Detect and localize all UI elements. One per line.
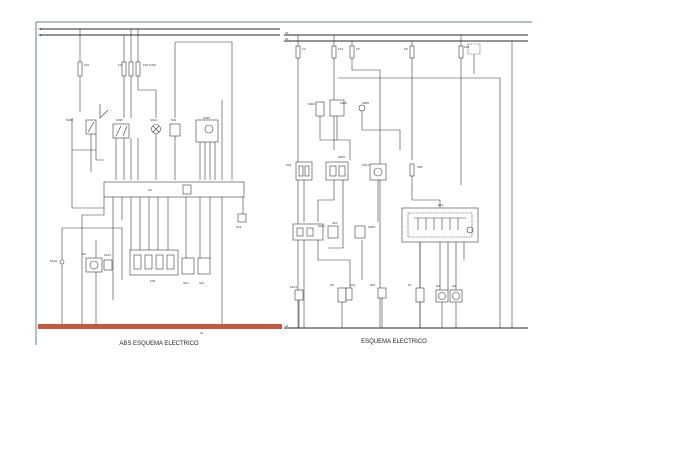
component-s12: S12: [236, 213, 247, 229]
fuse-right-f2: F2: [295, 35, 306, 59]
left-diagram: 15 30 31 F10 F2 F15 (F16): [38, 27, 282, 335]
component-s31: S31: [169, 118, 181, 137]
svg-text:F10: F10: [84, 63, 90, 67]
left-ground-bar: [38, 324, 282, 329]
component-e21-cluster: E21: [401, 203, 479, 243]
right-mid-wiring: [319, 111, 401, 160]
component-k8: K8: [330, 283, 347, 303]
left-rail-label-15: 15: [38, 27, 42, 31]
svg-text:S146: S146: [50, 259, 57, 263]
left-ground-label: 31: [200, 331, 204, 335]
svg-text:S141: S141: [104, 253, 111, 257]
svg-text:S306: S306: [362, 101, 369, 105]
component-s9: S9: [82, 252, 103, 273]
component-s15: S15: [370, 283, 387, 299]
left-top-loop: [174, 41, 233, 180]
component-s302: S302: [308, 101, 325, 117]
component-s231: S231: [292, 223, 325, 241]
bottom-ground-drops: [298, 298, 457, 328]
svg-text:S10: S10: [183, 281, 189, 285]
left-rail-label-30: 30: [38, 33, 42, 37]
left-lower-loop: [61, 227, 123, 324]
svg-text:F16: F16: [464, 45, 470, 49]
component-s250: S250: [354, 225, 375, 239]
svg-text:K1: K1: [408, 283, 412, 287]
right-rail-label-15: 15: [285, 31, 289, 35]
component-s10: S10: [181, 257, 195, 285]
caption-right: ESQUEMA ELECTRICO: [361, 339, 427, 345]
svg-text:F15 (F16): F15 (F16): [143, 63, 156, 67]
svg-text:F2: F2: [302, 47, 306, 51]
svg-text:S225: S225: [338, 155, 345, 159]
component-s330: S330: [112, 118, 130, 139]
svg-text:S330: S330: [116, 118, 123, 122]
component-s23: S23: [286, 161, 313, 181]
svg-text:S10: S10: [332, 221, 338, 225]
svg-text:H3: H3: [452, 284, 456, 288]
component-s35: S35: [409, 163, 423, 177]
svg-text:F8: F8: [404, 47, 408, 51]
svg-text:F2: F2: [118, 63, 122, 67]
svg-text:S241: S241: [362, 163, 369, 167]
svg-text:S11: S11: [199, 281, 204, 285]
component-s10-right: S10: [327, 221, 339, 239]
fuse-right-f8: F8: [404, 41, 415, 59]
component-s11: S11: [197, 257, 211, 285]
control-module-abs: S2: [103, 181, 245, 198]
fuse-f10: F10: [77, 29, 90, 77]
component-s306: S306: [358, 101, 369, 112]
svg-text:S9: S9: [82, 252, 86, 256]
right-lower-wiring: [303, 176, 441, 328]
component-h2: H2: [435, 284, 449, 303]
svg-text:S23: S23: [286, 163, 292, 167]
caption-left: ABS ESQUEMA ELECTRICO: [119, 341, 199, 347]
right-diagram: 15 30 31 F2 F14 F5 F8 F16: [284, 31, 528, 329]
svg-text:S250: S250: [368, 225, 375, 229]
component-s225: S225: [325, 155, 349, 181]
component-s146: S146: [50, 259, 65, 265]
component-s308: S308: [66, 118, 97, 135]
svg-text:S2: S2: [148, 188, 152, 192]
left-fuse-feeds: [79, 76, 157, 118]
component-s12-right: S12: [345, 283, 356, 301]
component-s321: S321: [150, 118, 161, 134]
cluster-wiring: [419, 242, 465, 328]
fuse-f15: F15 (F16): [128, 29, 156, 77]
right-rail-label-30: 30: [285, 37, 289, 41]
fuse-f2: F2: [118, 35, 127, 77]
svg-text:S12: S12: [350, 283, 356, 287]
fuse-right-f14: F14: [331, 35, 344, 59]
component-s141-right: S141: [290, 285, 304, 301]
svg-text:S303: S303: [340, 101, 347, 105]
svg-text:S31: S31: [171, 118, 177, 122]
fuse-right-f5: F5: [349, 41, 360, 59]
right-ground-label: 31: [285, 324, 289, 328]
svg-text:F14: F14: [338, 47, 344, 51]
component-s241: S241: [362, 163, 387, 181]
component-s303: S303: [329, 99, 347, 117]
svg-text:F5: F5: [356, 47, 360, 51]
component-s325: S325: [195, 116, 219, 143]
svg-text:E21: E21: [438, 203, 444, 207]
svg-text:S231: S231: [318, 224, 325, 228]
svg-text:S15: S15: [370, 283, 376, 287]
svg-text:S35: S35: [417, 165, 423, 169]
left-lower-wiring: [71, 150, 244, 324]
svg-text:K8: K8: [330, 283, 334, 287]
svg-text:S321: S321: [150, 118, 157, 122]
svg-text:S308: S308: [66, 118, 73, 122]
component-s141: S141: [103, 253, 113, 271]
right-feeds: [297, 41, 513, 328]
svg-text:S12: S12: [236, 225, 242, 229]
component-k1: K1: [408, 283, 425, 303]
svg-text:K64: K64: [150, 279, 156, 283]
component-k64: K64: [129, 249, 179, 283]
svg-text:S302: S302: [308, 102, 315, 106]
fuse-right-f16: F16: [458, 35, 481, 59]
svg-text:H2: H2: [436, 284, 440, 288]
svg-text:S141: S141: [290, 285, 297, 289]
svg-text:S325: S325: [203, 116, 210, 120]
